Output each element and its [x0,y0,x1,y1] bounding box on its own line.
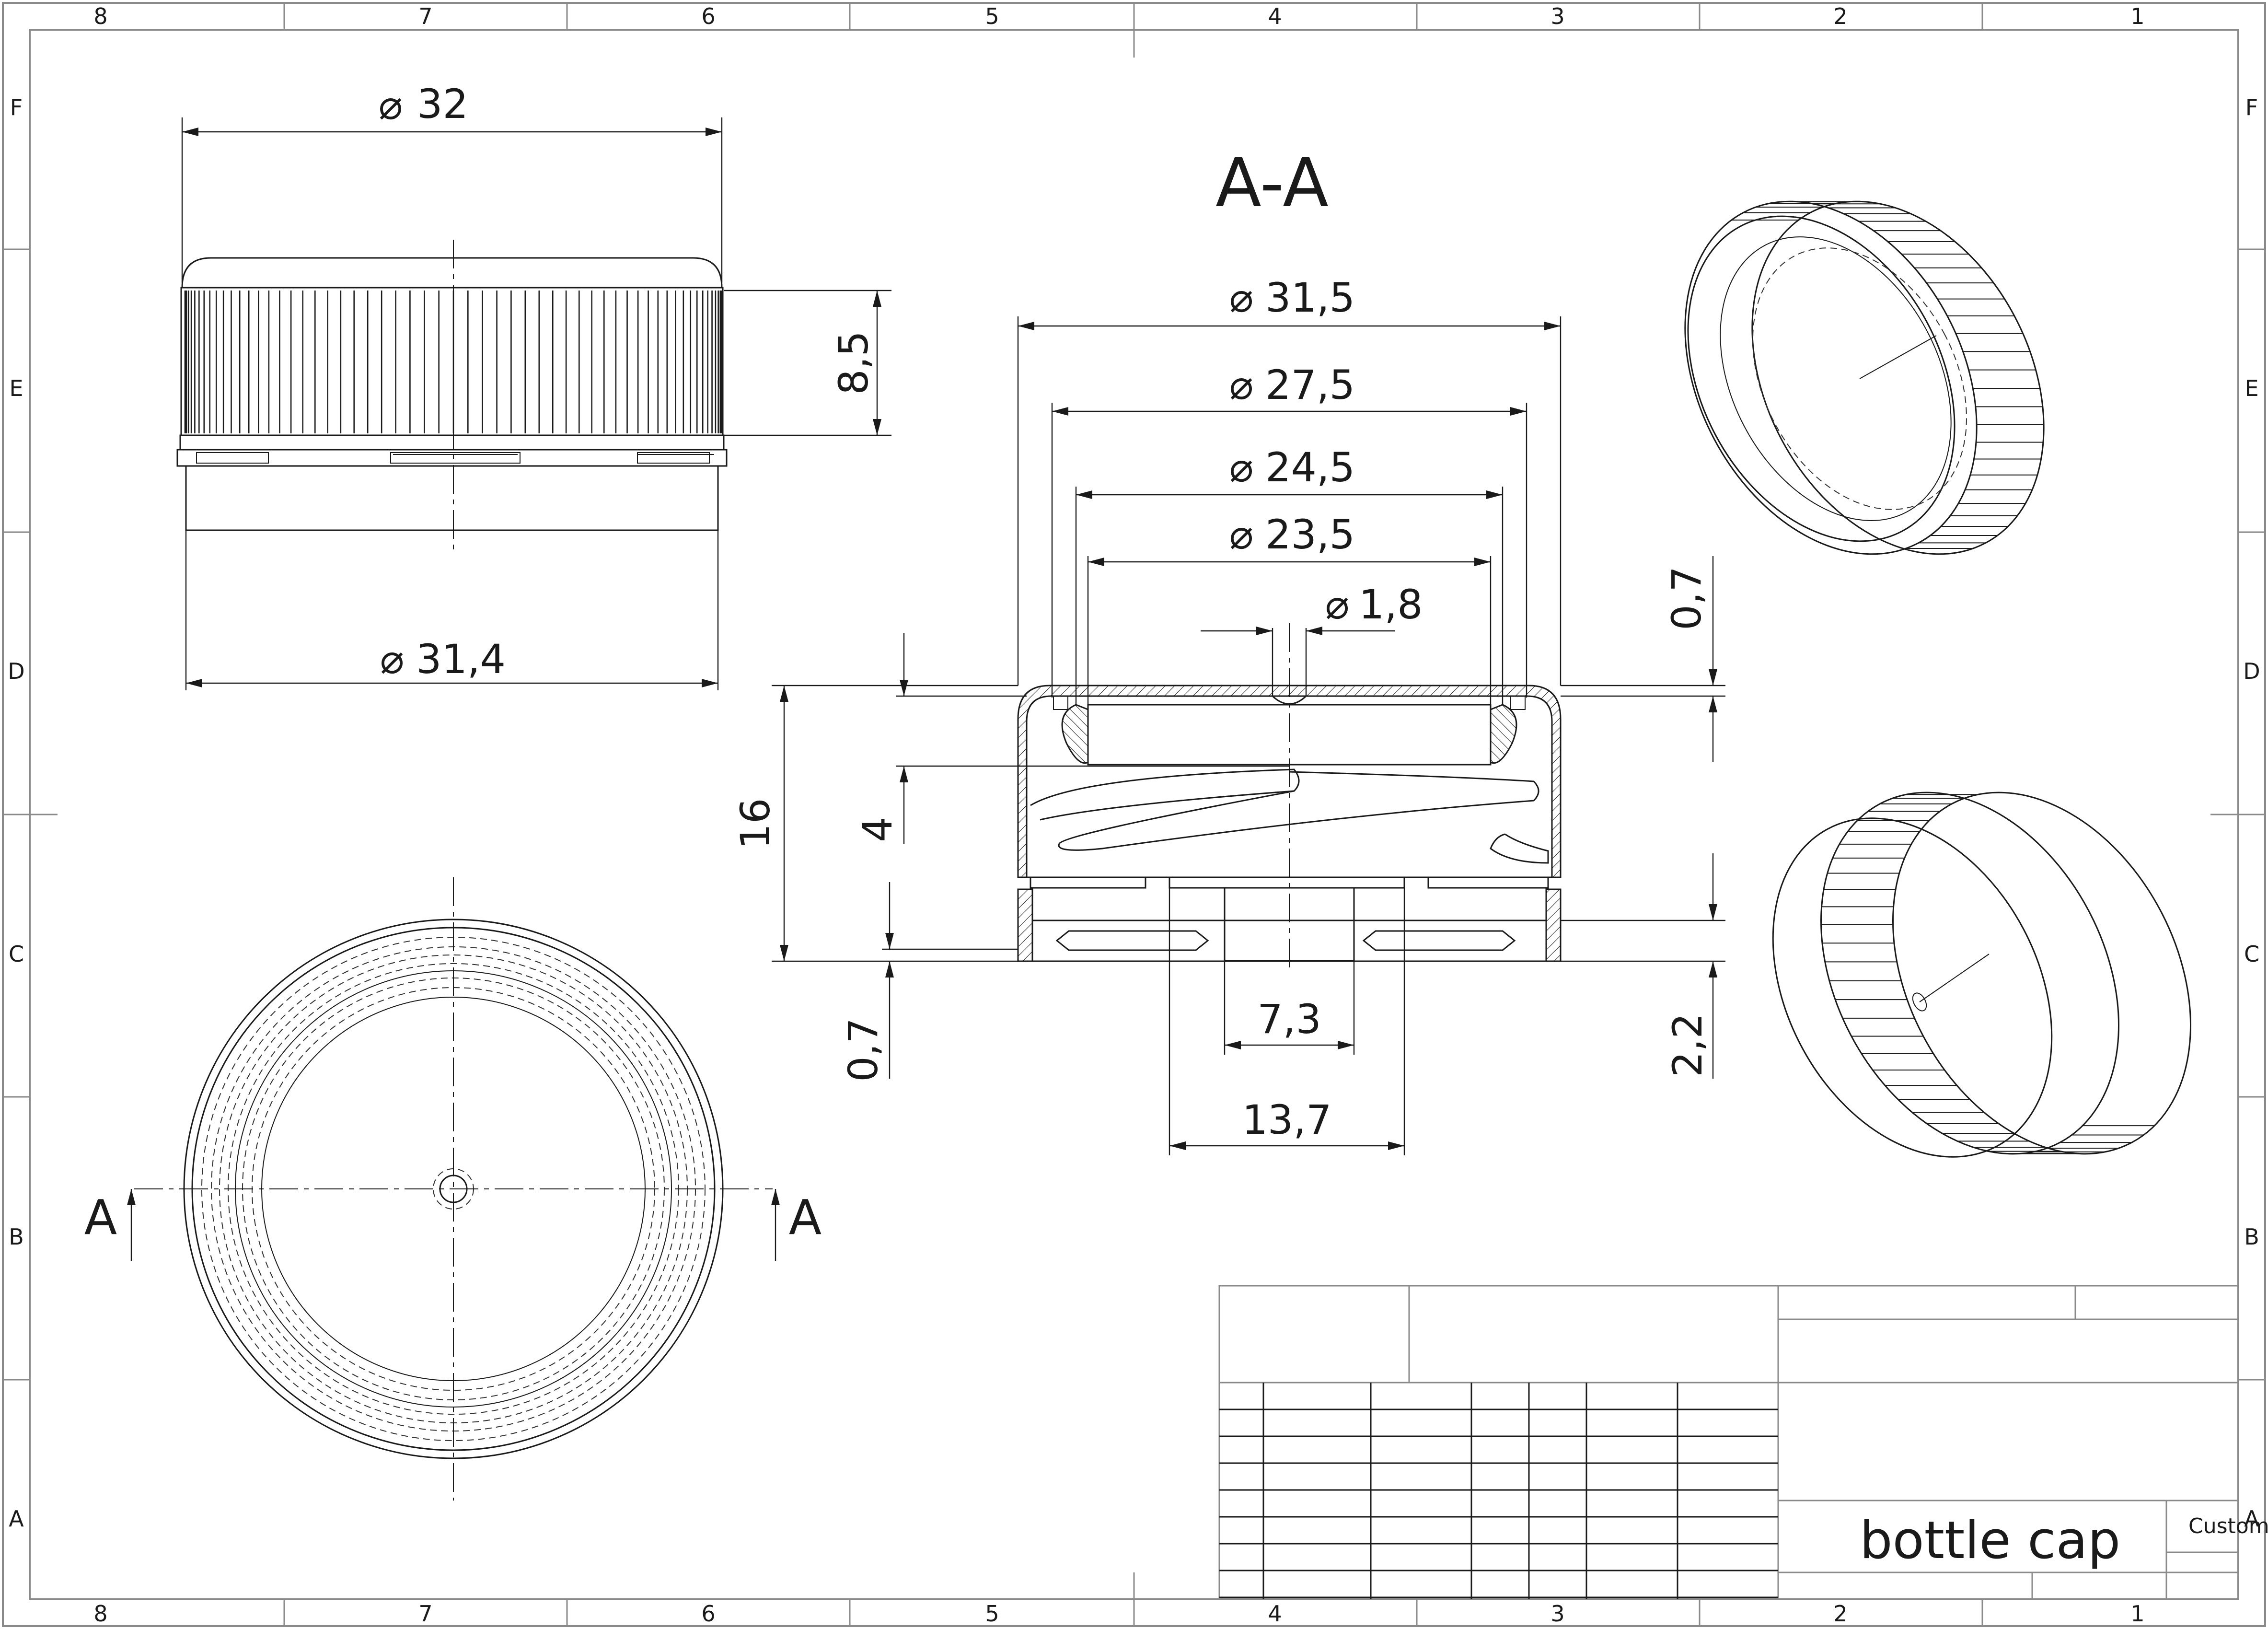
dim-height-2-2: 2,2 [1664,1013,1711,1077]
row-label-right-A: A [2244,1506,2259,1532]
dim-diameter-1-8: 1,8 [1359,581,1423,628]
dim-diameter-32: 32 [417,81,468,128]
col-label-bottom-7: 7 [418,1601,432,1627]
dim-diameter-27-5-symbol: ⌀ [1229,361,1254,408]
row-label-left-F: F [10,94,23,120]
dim-width-7-3: 7,3 [1257,996,1321,1043]
col-label-top-7: 7 [418,3,432,29]
col-label-top-3: 3 [1551,3,1564,29]
row-label-left-B: B [9,1224,24,1250]
dim-width-13-7: 13,7 [1242,1096,1331,1143]
col-label-bottom-8: 8 [93,1601,107,1627]
col-label-top-2: 2 [1833,3,1847,29]
isometric-view-closed [1772,791,2191,1158]
col-label-bottom-1: 1 [2130,1601,2144,1627]
section-dimensions: ⌀ 31,5 ⌀ 27,5 ⌀ 24,5 ⌀ 23,5 [732,274,1725,1155]
col-label-bottom-3: 3 [1551,1601,1564,1627]
dim-height-0-7-right: 0,7 [1663,566,1710,630]
dim-diameter-23-5-symbol: ⌀ [1229,511,1254,558]
col-label-top-8: 8 [93,3,107,29]
knurling-ribs-iso-open [1731,201,2044,549]
row-label-right-C: C [2244,941,2259,967]
col-label-bottom-2: 2 [1833,1601,1847,1627]
drawing-title: bottle cap [1860,1511,2120,1571]
dim-height-8-5: 8,5 [830,331,877,395]
section-title: A-A [1215,144,1329,222]
dim-height-0-7-left: 0,7 [840,1018,887,1082]
row-label-right-E: E [2245,375,2258,401]
dim-diameter-31-4: 31,4 [416,636,506,683]
front-view: ⌀ 32 ⌀ 31,4 8,5 [176,81,891,690]
row-label-right-F: F [2245,94,2258,120]
section-marker-left: A [84,1189,117,1245]
dim-diameter-23-5: 23,5 [1265,511,1355,558]
col-label-bottom-6: 6 [701,1601,715,1627]
dim-diameter-31-4-symbol: ⌀ [380,636,405,683]
knurling-ribs-iso-closed [1821,794,2155,1154]
col-label-top-1: 1 [2130,3,2144,29]
sheet-size: Custom [2188,1514,2268,1538]
dim-height-4: 4 [854,816,901,842]
row-label-left-E: E [9,375,23,401]
row-label-right-B: B [2244,1224,2259,1250]
row-label-left-C: C [9,941,24,967]
section-view-a-a: A-A ⌀ [732,144,1725,1155]
dim-diameter-31-5-symbol: ⌀ [1229,274,1254,321]
title-block: bottle cap Custom [1218,1285,2268,1600]
col-label-top-5: 5 [985,3,999,29]
col-label-bottom-4: 4 [1268,1601,1282,1627]
dim-diameter-32-symbol: ⌀ [379,81,403,128]
isometric-view-open [1684,200,2045,555]
dim-diameter-31-5: 31,5 [1265,274,1355,321]
section-shell [1017,685,1562,878]
col-label-top-4: 4 [1268,3,1282,29]
section-marker-right: A [789,1189,822,1245]
col-label-bottom-5: 5 [985,1601,999,1627]
bottom-view: A A [84,877,822,1501]
row-label-right-D: D [2243,658,2260,684]
dim-diameter-24-5: 24,5 [1265,444,1355,491]
row-label-left-A: A [9,1506,24,1532]
col-label-top-6: 6 [701,3,715,29]
dim-diameter-27-5: 27,5 [1265,361,1355,408]
dim-height-16: 16 [732,798,779,849]
row-label-left-D: D [8,658,24,684]
dim-diameter-24-5-symbol: ⌀ [1229,444,1254,491]
dim-diameter-1-8-symbol: ⌀ [1325,581,1350,628]
knurling-ribs [184,291,723,433]
